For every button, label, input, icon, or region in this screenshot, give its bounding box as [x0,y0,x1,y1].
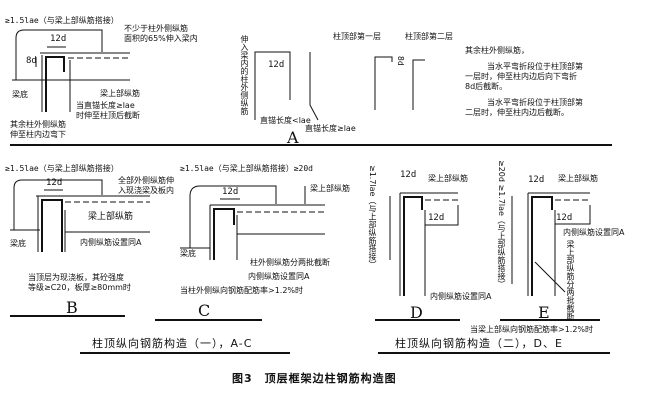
lap-dimension-a [15,29,103,80]
layer2-bar [412,59,425,110]
dim-8d-label-a: 8d [26,56,37,66]
inner-bars-label-c: 内侧纵筋设置同A [248,272,310,281]
lap-label-b: ≥1.5lae（与梁上部纵筋搭接） [5,164,119,173]
dim-12d-label-a2: 12d [268,60,285,70]
beam-bottom-label-b: 梁底 [10,239,26,248]
caption-group-1: 柱顶纵向钢筋构造（一），A-C [92,337,253,350]
other-bars-note-1: 其余柱外侧纵筋 [10,120,66,129]
layer1-label: 柱顶部第一层 [333,32,381,41]
dim-12d-side-d: 12d [428,213,445,223]
other-bars-note-2: 伸至柱内边弯下 [10,130,66,139]
right-note-p2-1: 当水平弯折段位于柱顶部第 [487,98,583,107]
dim-12d-label-c: 12d [222,187,239,197]
cut-note-c: 柱外侧纵筋分两批截断 [250,258,330,267]
panel-letter-e: E [538,303,550,322]
outer-bar-c [213,208,235,260]
inner-bars-label-e: 内侧纵筋设置同A [563,228,625,237]
cut-note-e: 梁上部纵筋分两批截断 [566,240,575,320]
figure-caption: 图3 顶层框架边柱钢筋构造图 [232,372,397,385]
beam-bottom-label-a: 梁底 [12,90,28,99]
beam-outline-d [424,205,459,226]
beam-top-bar-label-a: 梁上部纵筋 [100,89,140,98]
right-note-p1-1: 当水平弯折段位于柱顶部第 [487,62,583,71]
dim-12d-side-e: 12d [556,213,573,223]
panel-letter-b: B [66,298,78,317]
right-note-title: 其余柱外侧纵筋， [465,46,529,55]
straight-anchor-note-1: 当直锚长度≥lae [76,101,135,110]
lap-dimension-c [189,185,277,248]
beam-top-bar-label-c: 梁上部纵筋 [310,184,350,193]
beam-top-bar-label-b: 梁上部纵筋 [88,212,134,222]
min-area-note-1: 不少于柱外侧纵筋 [124,24,188,33]
dim-12d-label-b: 12d [46,178,63,188]
layer2-label: 柱顶部第二层 [405,32,453,41]
lap-label-c: ≥1.5lae（与梁上部纵筋搭接）≥20d [180,164,313,173]
dim-12d-label-a: 12d [50,34,67,44]
vertical-label-d: ≥1.7lae（与上部纵筋搭接） [368,165,377,269]
condition-e: 当梁上部纵向钢筋配筋率>1.2%时 [470,325,594,334]
beam-outline-e [554,205,591,225]
condition-b-1: 当顶层为现浇板，其砼强度 [28,273,124,282]
vertical-label-a: 伸入梁内的柱外侧纵筋 [240,35,249,115]
lap-dimension-b [13,179,103,230]
caption-group-2: 柱顶纵向钢筋构造（二），D、E [395,337,563,350]
bar-detail-a1 [254,51,291,120]
inner-bars-label-b: 内侧纵筋设置同A [80,238,142,247]
dim-12d-top-e: 12d [528,175,545,185]
anchor-lt-label: 直锚长度<lae [260,116,311,125]
inner-bars-label-d: 内侧纵筋设置同A [430,292,492,301]
right-note-p1-3: 8d后截断。 [465,82,508,91]
right-note-p1-2: 一层时，伸至柱内边后向下弯折 [465,72,577,81]
panel-letter-c: C [198,301,211,320]
cut-leader-e [534,261,566,293]
vertical-label-e: ≥20d ≥1.7lae（与上部纵筋搭接） [497,160,506,288]
all-bars-note-1: 全部外侧纵筋伸 [118,176,174,185]
panel-letter-d: D [410,303,423,322]
condition-b-2: 等级≥C20，板厚≥80mm时 [28,283,131,292]
min-area-note-2: 面积的65%伸入梁内 [124,34,198,43]
beam-bottom-label-c: 梁底 [180,249,196,258]
right-note-p2-2: 二层时，伸至柱内边后截断。 [465,108,569,117]
outer-bar-d [403,196,423,296]
beam-top-bar-label-e: 梁上部纵筋 [558,174,598,183]
outer-bar-b [41,199,63,252]
outer-bar-a [45,56,65,112]
anchor-ge-label: 直锚长度≥lae [305,124,356,133]
lap-label-a: ≥1.5lae（与梁上部纵筋搭接） [5,16,119,25]
bar-detail-a2 [309,52,319,121]
dim-8d-label-a2: 8d [396,56,405,66]
straight-anchor-note-2: 时伸至柱顶后截断 [76,111,140,120]
beam-top-bar-label-d: 梁上部纵筋 [428,174,468,183]
condition-c: 当柱外侧纵向钢筋配筋率>1.2%时 [180,286,304,295]
layer1-bar [374,56,393,110]
panel-letter-a: A [287,128,299,147]
dim-12d-top-d: 12d [400,170,417,180]
outer-bar-e [531,196,553,296]
all-bars-note-2: 入现浇梁及板内 [118,186,174,195]
